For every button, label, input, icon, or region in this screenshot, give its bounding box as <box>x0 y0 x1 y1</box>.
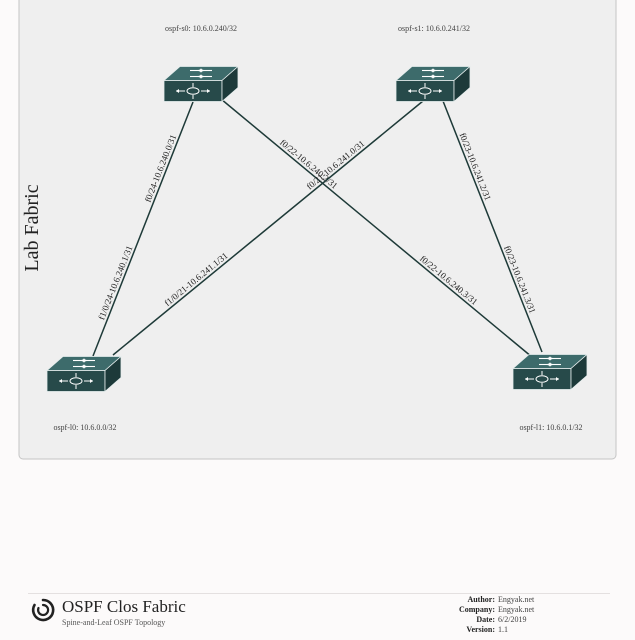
switch-s0[interactable]: ospf-s0: 10.6.0.240/32 <box>162 24 240 103</box>
switch-icon <box>511 353 589 391</box>
link-line <box>92 101 194 357</box>
meta-value: 1.1 <box>498 625 508 634</box>
meta-company: Company: Engyak.net <box>420 605 570 615</box>
meta-key: Author: <box>467 595 495 604</box>
devices-layer: ospf-s0: 10.6.0.240/32 ospf-s1: 10.6.0.24… <box>45 24 589 433</box>
logo-icon <box>31 598 55 622</box>
link-line <box>220 98 533 358</box>
footer: OSPF Clos Fabric Spine-and-Leaf OSPF Top… <box>0 592 635 640</box>
group-label: Lab Fabric <box>21 184 43 271</box>
link-line <box>442 100 543 353</box>
device-label: ospf-s1: 10.6.0.241/32 <box>398 24 470 33</box>
meta-key: Version: <box>466 625 495 634</box>
meta-value: Engyak.net <box>498 605 535 614</box>
link-line <box>112 100 424 356</box>
switch-l0[interactable]: ospf-l0: 10.6.0.0/32 <box>45 355 123 433</box>
footer-divider <box>28 593 610 594</box>
switch-icon <box>45 355 123 393</box>
meta-author: Author: Engyak.net <box>420 595 570 605</box>
document-title: OSPF Clos Fabric <box>62 597 186 616</box>
device-label: ospf-l0: 10.6.0.0/32 <box>53 423 116 432</box>
meta-date: Date: 6/2/2019 <box>420 615 570 625</box>
switch-icon <box>394 65 472 103</box>
document-subtitle: Spine-and-Leaf OSPF Topology <box>62 618 166 627</box>
meta-value: Engyak.net <box>498 595 535 604</box>
group-box <box>18 0 617 460</box>
device-label: ospf-s0: 10.6.0.240/32 <box>165 24 237 33</box>
meta-value: 6/2/2019 <box>498 615 527 624</box>
switch-icon <box>162 65 240 103</box>
meta-version: Version: 1.1 <box>420 625 570 635</box>
document-meta: Author: Engyak.net Company: Engyak.net D… <box>420 595 570 635</box>
switch-l1[interactable]: ospf-l1: 10.6.0.1/32 <box>511 353 589 433</box>
meta-key: Company: <box>458 605 495 614</box>
meta-key: Date: <box>476 615 495 624</box>
device-label: ospf-l1: 10.6.0.1/32 <box>519 423 582 432</box>
switch-s1[interactable]: ospf-s1: 10.6.0.241/32 <box>394 24 472 103</box>
